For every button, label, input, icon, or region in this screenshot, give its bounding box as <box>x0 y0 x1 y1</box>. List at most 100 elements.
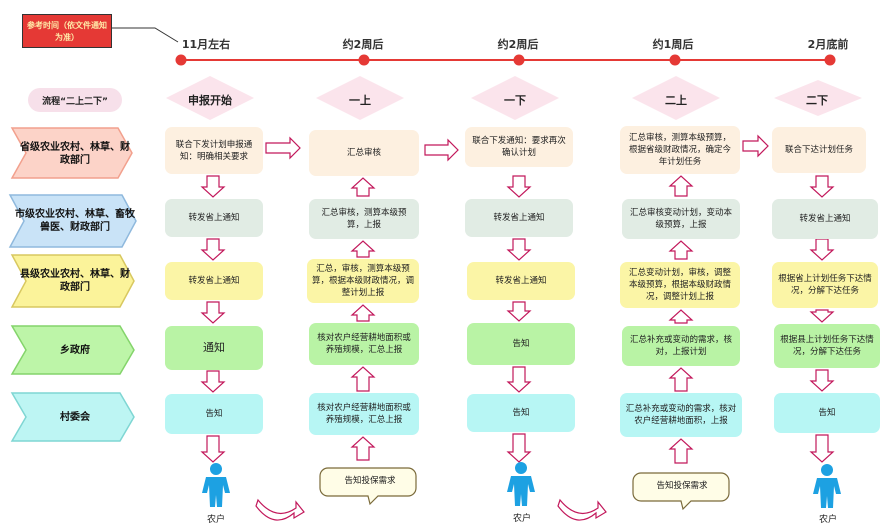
col5-down-arrow-1 <box>809 175 835 198</box>
col3-township-box: 告知 <box>467 323 575 365</box>
col5-down-arrow-5 <box>809 434 835 463</box>
row-label-township: 乡政府 <box>60 344 90 356</box>
down-arrows <box>200 175 835 464</box>
col5-city-box: 转发省上通知 <box>772 199 878 239</box>
farmer-icon-2 <box>507 462 535 506</box>
col1-down-arrow-2 <box>200 238 226 261</box>
col4-county-box: 汇总变动计划，审核，调整本级预算，根据本级财政情况，调整计划上报 <box>620 262 740 308</box>
speech-bubble-2 <box>632 472 730 511</box>
col5-province-box: 联合下达计划任务 <box>772 127 866 173</box>
farmer-label-3: 农户 <box>818 515 837 525</box>
col4-up-arrow-3 <box>668 309 694 324</box>
col2-village-box: 核对农户经营耕地面积或养殖规模，汇总上报 <box>309 393 419 435</box>
timeline-label-2: 约2周后 <box>342 38 384 51</box>
speech-bubbles <box>319 467 730 511</box>
timeline-dot-5 <box>824 54 836 66</box>
farmer-icon-3-body <box>813 478 841 508</box>
col3-down-arrow-4 <box>506 366 532 393</box>
col3-down-arrow-3 <box>506 301 532 322</box>
col1-down-arrow-3 <box>200 301 226 324</box>
col5-township-box: 根据县上计划任务下达情况，分解下达任务 <box>774 324 880 368</box>
speech-bubble-1 <box>319 467 417 506</box>
right-arrow-2 <box>424 138 459 162</box>
col4-up-arrow-5 <box>668 438 694 464</box>
farmer-icon-2-body <box>507 476 535 506</box>
farmer-icon-3-head <box>821 464 833 476</box>
farmer-icon-1-head <box>210 463 222 475</box>
speech-bubble-2-shape <box>632 472 730 511</box>
col4-province-box: 汇总审核，测算本级预算，根据省级财政情况，确定今年计划任务 <box>620 126 740 174</box>
farmer-icon-3 <box>813 464 841 508</box>
col3-down-arrow-1 <box>506 175 532 198</box>
col1-county-box: 转发省上通知 <box>165 262 263 300</box>
col3-county-box: 转发省上通知 <box>467 262 575 300</box>
timeline-dot-4 <box>669 54 681 66</box>
col5-down-arrow-4 <box>809 369 835 392</box>
stage-3-label: 一下 <box>504 94 526 107</box>
timeline-label-4: 约1周后 <box>652 38 694 51</box>
process-label: 流程“二上二下” <box>28 88 122 112</box>
curved-arrow-1 <box>255 498 305 521</box>
timeline-label-1: 11月左右 <box>181 38 231 51</box>
farmer-icon-1-body <box>202 477 230 507</box>
speech-bubble-1-shape <box>319 467 417 506</box>
col2-township-box: 核对农户经营耕地面积或养殖规模，汇总上报 <box>309 323 419 365</box>
col2-up-arrow-1 <box>350 177 376 197</box>
col2-province-box: 汇总审核 <box>309 130 419 176</box>
timeline-dot-1 <box>175 54 187 66</box>
right-arrows <box>265 134 769 162</box>
col5-village-box: 告知 <box>774 393 880 433</box>
row-label-village: 村委会 <box>60 411 90 423</box>
row-pentagon-4 <box>10 325 135 375</box>
row-label-county: 县级农业农村、林草、财政部门 <box>20 269 130 293</box>
farmer-label-1: 农户 <box>206 515 225 525</box>
col4-up-arrow-4 <box>668 367 694 392</box>
bubble-text-1: 告知投保需求 <box>344 476 396 486</box>
row-pentagon-1 <box>10 127 133 179</box>
timeline-dot-3 <box>513 54 525 66</box>
row-label-province: 省级农业农村、林草、财政部门 <box>20 142 130 166</box>
timeline-label-5: 2月底前 <box>807 38 849 51</box>
farmer-icon-2-head <box>515 462 527 474</box>
col2-up-arrow-5 <box>350 436 376 461</box>
col1-down-arrow-4 <box>200 370 226 393</box>
right-arrow-1 <box>265 136 301 160</box>
col4-township-box: 汇总补充或变动的需求，核对，上报计划 <box>622 326 740 366</box>
row-label-city: 市级农业农村、林草、畜牧兽医、财政部门 <box>15 209 135 233</box>
timeline-label-3: 约2周后 <box>497 38 539 51</box>
stage-diamond-3 <box>471 76 559 120</box>
col3-down-arrow-5 <box>506 433 532 463</box>
col2-city-box: 汇总审核，测算本级预算，上报 <box>309 199 419 239</box>
col1-down-arrow-5 <box>200 435 226 463</box>
col3-village-box: 告知 <box>467 394 575 432</box>
stage-2-label: 一上 <box>349 94 371 107</box>
col1-village-box: 告知 <box>165 394 263 434</box>
farmer-icon-1 <box>202 463 230 507</box>
col2-up-arrow-2 <box>350 240 376 258</box>
col5-down-arrow-3 <box>809 309 835 323</box>
col1-township-box: 通知 <box>165 326 263 370</box>
bubble-text-2: 告知投保需求 <box>656 481 708 491</box>
col5-county-box: 根据省上计划任务下达情况，分解下达任务 <box>772 262 878 308</box>
stage-diamond-1 <box>166 76 254 120</box>
col1-down-arrow-1 <box>200 175 226 198</box>
col4-city-box: 汇总审核变动计划，变动本级预算，上报 <box>622 199 740 239</box>
stage-1-label: 申报开始 <box>188 94 232 107</box>
timeline-dots <box>175 54 836 66</box>
col1-province-box: 联合下发计划申报通知：明确相关要求 <box>165 127 263 174</box>
col3-city-box: 转发省上通知 <box>465 199 573 237</box>
col2-county-box: 汇总，审核，测算本级预算，根据本级财政情况，调整计划上报 <box>307 259 419 303</box>
stage-4-label: 二上 <box>665 94 687 107</box>
stage-diamond-4 <box>632 76 720 120</box>
farmer-figures <box>202 462 841 508</box>
timeline-dot-2 <box>358 54 370 66</box>
stage-diamond-2 <box>316 76 404 120</box>
curved-arrows <box>255 498 607 521</box>
row-pentagon-5 <box>10 392 135 442</box>
col4-village-box: 汇总补充或变动的需求，核对农户经营耕地面积，上报 <box>620 393 742 437</box>
curved-arrow-2 <box>557 498 607 521</box>
col4-up-arrow-2 <box>668 240 694 260</box>
right-arrow-3 <box>742 134 769 158</box>
row-pentagons <box>8 127 137 442</box>
